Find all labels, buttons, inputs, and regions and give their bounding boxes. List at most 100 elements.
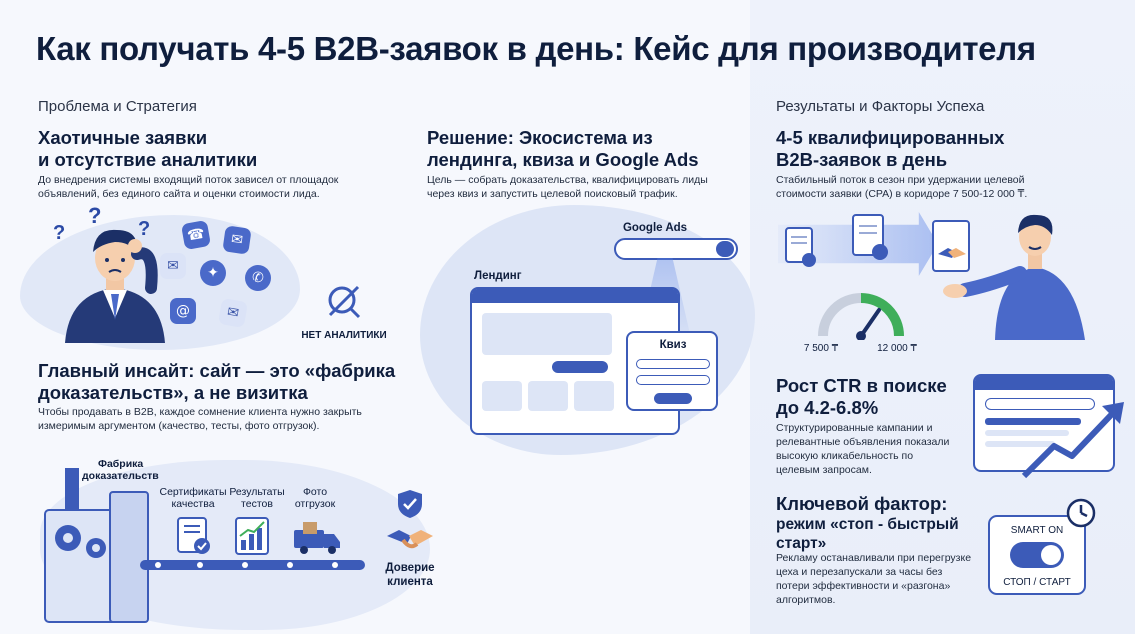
key-factor-text-line2: цеха и перезапускали за часы без bbox=[776, 566, 943, 578]
stop-start-toggle bbox=[1010, 542, 1064, 568]
results-heading: 4-5 квалифицированных B2B-заявок в день bbox=[776, 127, 1004, 171]
client-trust-label-line1: Доверие bbox=[385, 562, 435, 574]
results-heading-line2: B2B-заявок в день bbox=[776, 149, 948, 170]
certificate-icon bbox=[176, 516, 212, 556]
mail-icon: ✉ bbox=[222, 225, 252, 255]
factory-illustration bbox=[40, 462, 370, 632]
test-results-label-line1: Результаты bbox=[229, 486, 285, 498]
handshake-icon bbox=[385, 522, 435, 556]
no-analytics-label: НЕТ АНАЛИТИКИ bbox=[301, 330, 387, 341]
results-text-line1: Стабильный поток в сезон при удержании ц… bbox=[776, 174, 1025, 186]
at-sign-icon: @ bbox=[170, 298, 196, 324]
presenting-man-illustration bbox=[935, 205, 1105, 340]
test-results-label-line2: тестов bbox=[241, 498, 273, 510]
ctr-text: Структурированные кампании и релевантные… bbox=[776, 421, 949, 477]
results-text: Стабильный поток в сезон при удержании ц… bbox=[776, 173, 1027, 201]
signed-contract-icon bbox=[932, 220, 978, 276]
ctr-heading-line2: до 4.2-6.8% bbox=[776, 397, 879, 418]
solution-text-line2: через квиз и запустить целевой поисковый… bbox=[427, 188, 678, 200]
solution-heading-line2: лендинга, квиза и Google Ads bbox=[427, 149, 699, 170]
problem-heading-line2: и отсутствие аналитики bbox=[38, 149, 258, 170]
solution-text-line1: Цель — собрать доказательства, квалифици… bbox=[427, 174, 708, 186]
key-factor-heading: Ключевой фактор: режим «стоп - быстрый с… bbox=[776, 493, 959, 553]
insight-text-line1: Чтобы продавать в B2B, каждое сомнение к… bbox=[38, 406, 362, 418]
problem-text-line2: объявлений, без единого сайта и оценки с… bbox=[38, 188, 320, 200]
landing-label: Лендинг bbox=[474, 270, 522, 282]
shield-check-icon bbox=[396, 488, 424, 520]
document-icon bbox=[785, 227, 817, 269]
question-mark-icon: ? bbox=[88, 203, 102, 228]
solution-heading: Решение: Экосистема из лендинга, квиза и… bbox=[427, 127, 699, 171]
solution-text: Цель — собрать доказательства, квалифици… bbox=[427, 173, 708, 201]
document-icon bbox=[852, 214, 890, 262]
quiz-label: Квиз bbox=[659, 339, 687, 351]
section-label-results: Результаты и Факторы Успеха bbox=[776, 98, 985, 115]
browser-toolbar bbox=[472, 289, 678, 303]
browser-toolbar bbox=[975, 376, 1113, 390]
factory-label-line2: доказательств bbox=[82, 470, 159, 482]
phone-icon: ☎ bbox=[180, 219, 212, 251]
ctr-heading-line1: Рост CTR в поиске bbox=[776, 375, 947, 396]
search-result-line bbox=[985, 418, 1081, 425]
insight-heading: Главный инсайт: сайт — это «фабрика дока… bbox=[38, 360, 395, 404]
problem-text: До внедрения системы входящий поток зави… bbox=[38, 173, 338, 201]
search-results-mock bbox=[973, 374, 1115, 472]
key-factor-text: Рекламу останавливали при перегрузке цех… bbox=[776, 551, 971, 607]
delivery-truck-icon bbox=[292, 520, 342, 556]
insight-heading-line2: доказательств», а не визитка bbox=[38, 382, 308, 403]
key-factor-text-line4: алгоритмов. bbox=[776, 594, 836, 606]
gauge-max-label: 12 000 ₸ bbox=[877, 343, 917, 354]
certificates-label-line2: качества bbox=[171, 498, 215, 510]
google-ads-search-bar bbox=[614, 238, 738, 260]
confused-person-illustration bbox=[55, 208, 175, 343]
ctr-heading: Рост CTR в поиске до 4.2-6.8% bbox=[776, 375, 947, 419]
results-text-line2: стоимости заявки (CPA) в коридоре 7 500-… bbox=[776, 188, 1028, 200]
ctr-text-line2: релевантные объявления показали bbox=[776, 436, 950, 448]
envelope-icon: ✉ bbox=[217, 297, 249, 329]
quiz-submit-button bbox=[654, 393, 692, 404]
quiz-option bbox=[636, 359, 710, 369]
page-title: Как получать 4-5 B2B-заявок в день: Кейс… bbox=[36, 30, 1036, 67]
envelope-icon: ✉ bbox=[160, 253, 186, 279]
landing-card bbox=[482, 381, 522, 411]
search-icon bbox=[716, 241, 734, 257]
shipment-photos-label: Фото отгрузок bbox=[280, 486, 350, 510]
client-trust-label-line2: клиента bbox=[387, 576, 433, 588]
certificates-label: Сертификаты качества bbox=[158, 486, 228, 510]
results-heading-line1: 4-5 квалифицированных bbox=[776, 127, 1005, 148]
landing-card bbox=[574, 381, 614, 411]
client-trust-label: Доверие клиента bbox=[372, 561, 448, 589]
google-ads-label: Google Ads bbox=[622, 222, 688, 234]
key-factor-heading-line1: Ключевой фактор: bbox=[776, 493, 948, 514]
key-factor-heading-line2: режим «стоп - быстрый bbox=[776, 516, 959, 533]
insight-heading-line1: Главный инсайт: сайт — это «фабрика bbox=[38, 360, 396, 381]
ctr-text-line1: Структурированные кампании и bbox=[776, 422, 933, 434]
quiz-option bbox=[636, 375, 710, 385]
insight-text: Чтобы продавать в B2B, каждое сомнение к… bbox=[38, 405, 362, 433]
insight-text-line2: измеримым аргументом (качество, тесты, ф… bbox=[38, 420, 320, 432]
problem-text-line1: До внедрения системы входящий поток зави… bbox=[38, 174, 339, 186]
section-label-problem: Проблема и Стратегия bbox=[38, 98, 197, 115]
key-factor-heading-line3: старт» bbox=[776, 535, 827, 552]
search-result-line bbox=[985, 441, 1055, 447]
clock-icon bbox=[1066, 498, 1096, 528]
smart-on-label: SMART ON bbox=[1010, 525, 1064, 536]
gauge-min-label: 7 500 ₸ bbox=[803, 343, 839, 354]
solution-heading-line1: Решение: Экосистема из bbox=[427, 127, 653, 148]
problem-heading-line1: Хаотичные заявки bbox=[38, 127, 208, 148]
factory-label: Фабрика доказательств bbox=[82, 458, 172, 482]
cpa-gauge bbox=[815, 290, 907, 340]
key-factor-text-line3: потери эффективности и «разгона» bbox=[776, 580, 951, 592]
ctr-text-line3: высокую кликабельность по bbox=[776, 450, 914, 462]
shipment-photos-label-line1: Фото bbox=[302, 486, 328, 498]
quiz-card: Квиз bbox=[626, 331, 718, 411]
messenger-icon: ✦ bbox=[200, 260, 226, 286]
search-field bbox=[985, 398, 1095, 410]
ctr-text-line4: целевым запросам. bbox=[776, 464, 872, 476]
key-factor-text-line1: Рекламу останавливали при перегрузке bbox=[776, 552, 972, 564]
toggle-knob bbox=[1041, 545, 1061, 565]
factory-label-line1: Фабрика bbox=[98, 458, 144, 470]
question-mark-icon: ? bbox=[138, 218, 151, 240]
question-mark-icon: ? bbox=[53, 222, 66, 244]
search-result-line bbox=[985, 430, 1069, 436]
